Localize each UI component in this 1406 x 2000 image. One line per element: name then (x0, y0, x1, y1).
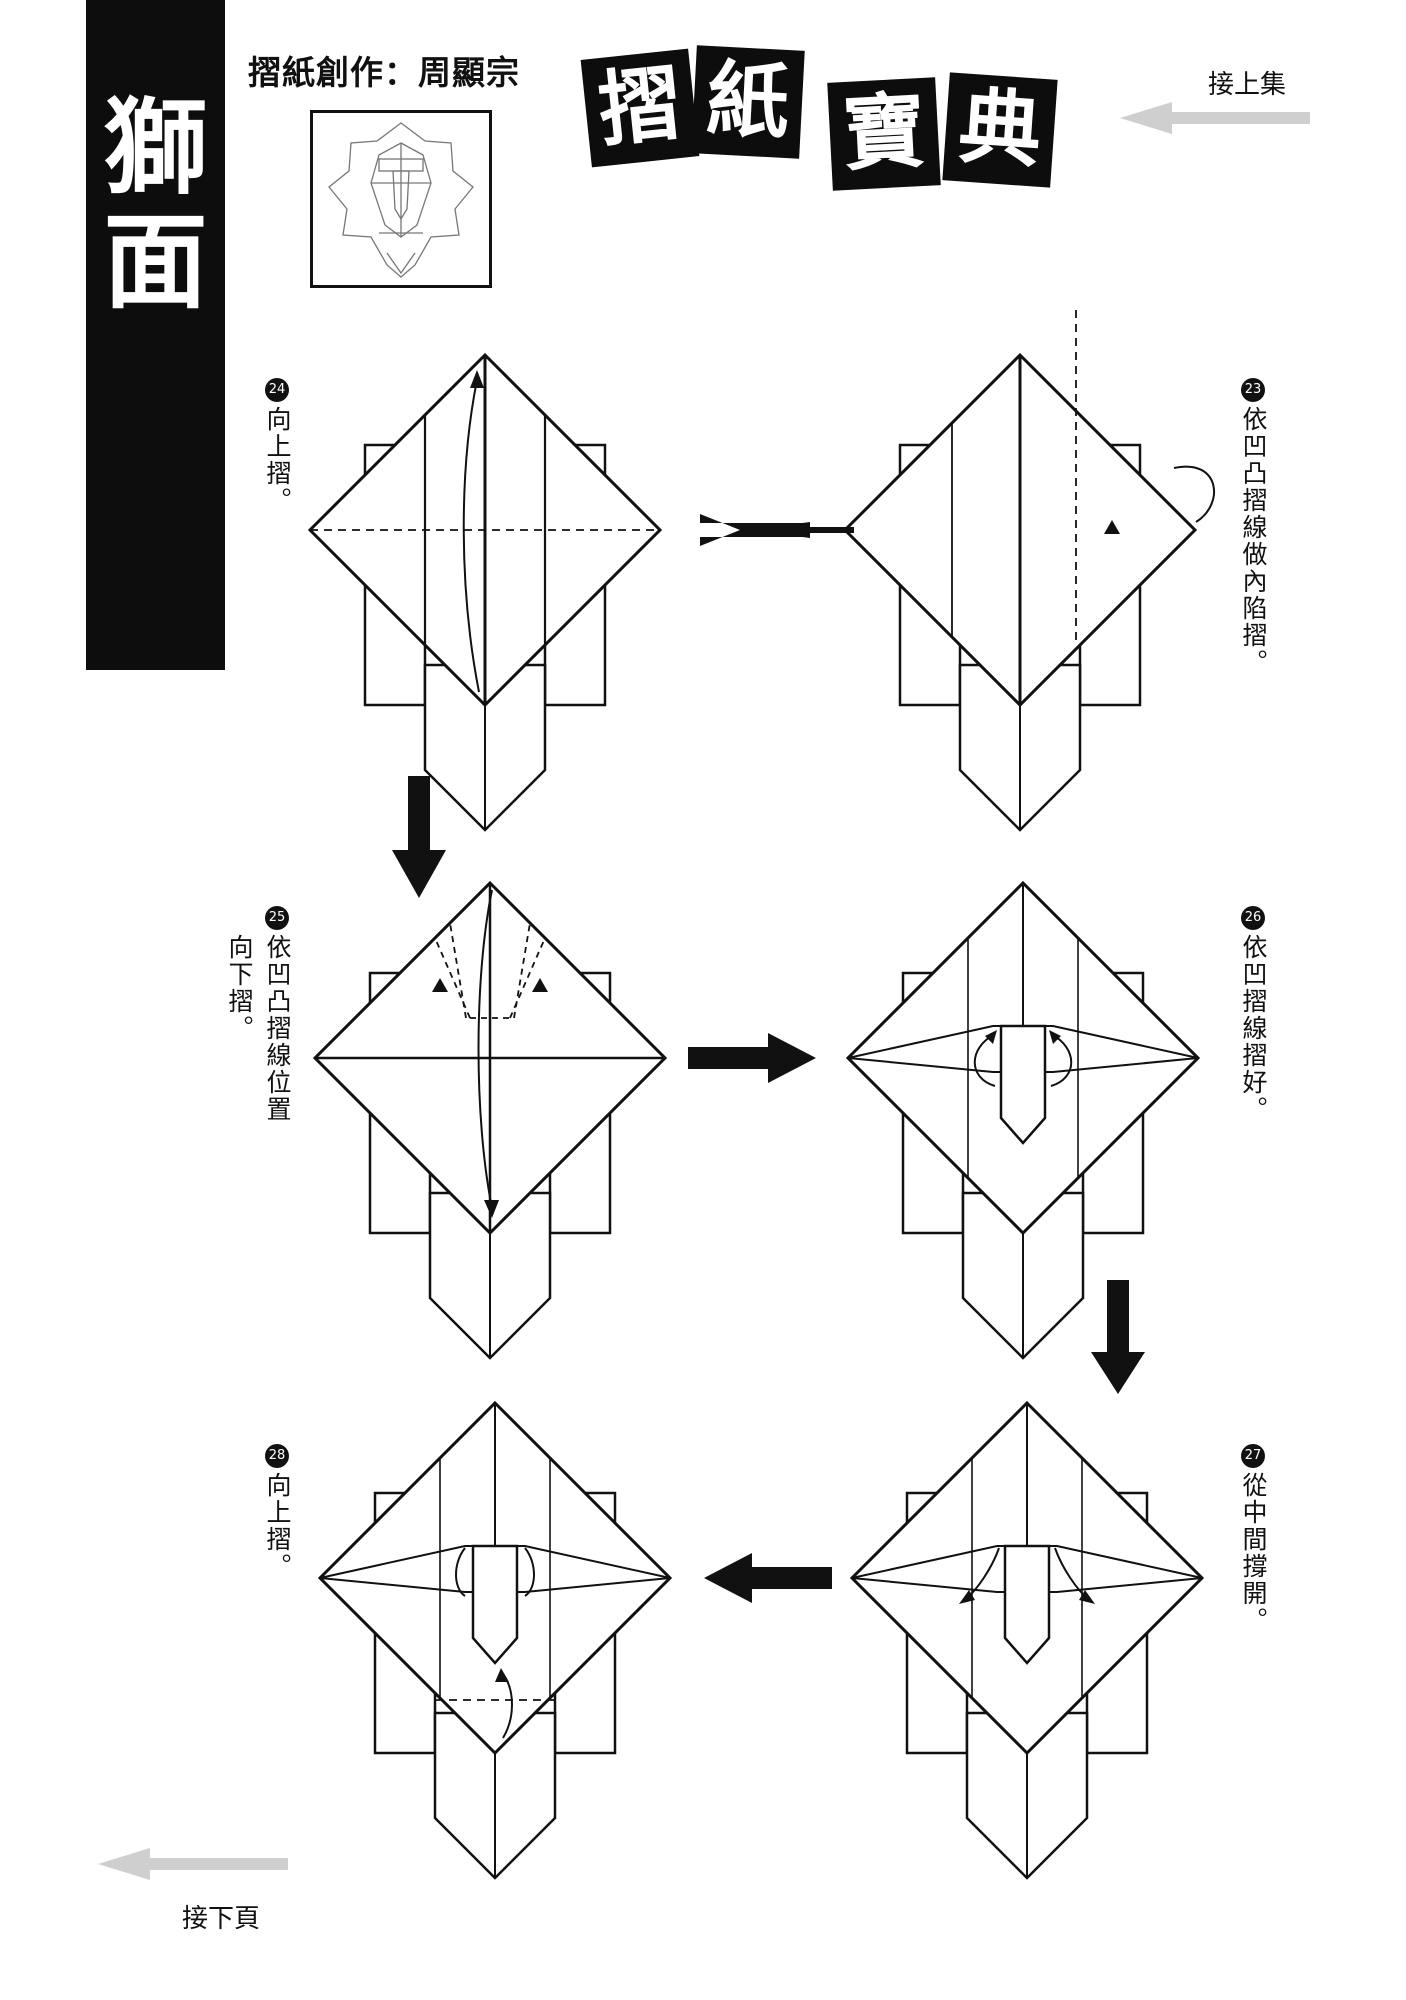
step-number: 25 (265, 906, 289, 930)
step-25-caption-line2: 向下摺。 (225, 934, 254, 1042)
step-28-caption: 28 向上摺。 (262, 1444, 292, 1580)
step-text: 向上摺。 (263, 1472, 292, 1580)
next-step-arrow-icon (392, 776, 446, 898)
side-title-char: 面 (103, 201, 208, 323)
step-27-caption: 27 從中間撐開。 (1238, 1444, 1268, 1634)
step-number: 27 (1241, 1444, 1265, 1468)
next-arrow-icon (98, 1848, 288, 1880)
diagram-step-24 (308, 353, 662, 832)
step-text: 從中間撐開。 (1239, 1472, 1268, 1634)
step-text: 依凹摺線摺好。 (1239, 934, 1268, 1123)
step-text: 依凹凸摺線位置 (263, 934, 292, 1123)
step-number: 26 (1241, 906, 1265, 930)
next-step-arrow-icon (700, 514, 810, 546)
step-number: 24 (265, 378, 289, 402)
step-number: 23 (1241, 378, 1265, 402)
diagram-step-23 (843, 310, 1216, 832)
diagram-step-26 (846, 881, 1200, 1360)
prev-arrow-icon (1120, 102, 1310, 134)
diagram-step-28 (318, 1401, 672, 1880)
next-step-arrow-icon (688, 1033, 816, 1083)
step-23-caption: 23 依凹凸摺線做內陷摺。 (1238, 378, 1268, 676)
diagram-step-25 (313, 881, 667, 1360)
next-step-arrow-icon (704, 1553, 832, 1603)
step-24-caption: 24 向上摺。 (262, 378, 292, 514)
finished-model-thumbnail (310, 110, 492, 288)
prev-episode-link[interactable]: 接上集 (1208, 70, 1287, 100)
next-page-link[interactable]: 接下頁 (182, 1904, 261, 1934)
step-25-caption: 25 依凹凸摺線位置 (262, 906, 292, 1123)
creator-credit: 摺紙創作：周顯宗 (248, 53, 520, 92)
step-number: 28 (265, 1444, 289, 1468)
lion-face-icon (328, 122, 474, 278)
step-26-caption: 26 依凹摺線摺好。 (1238, 906, 1268, 1123)
side-banner: 獅 面 (86, 0, 225, 670)
diagram-step-27 (850, 1401, 1204, 1880)
step-text: 依凹凸摺線做內陷摺。 (1239, 406, 1268, 676)
next-step-arrow-icon (1091, 1280, 1145, 1394)
step-text: 向上摺。 (263, 406, 292, 514)
side-title-char: 獅 (103, 87, 208, 209)
